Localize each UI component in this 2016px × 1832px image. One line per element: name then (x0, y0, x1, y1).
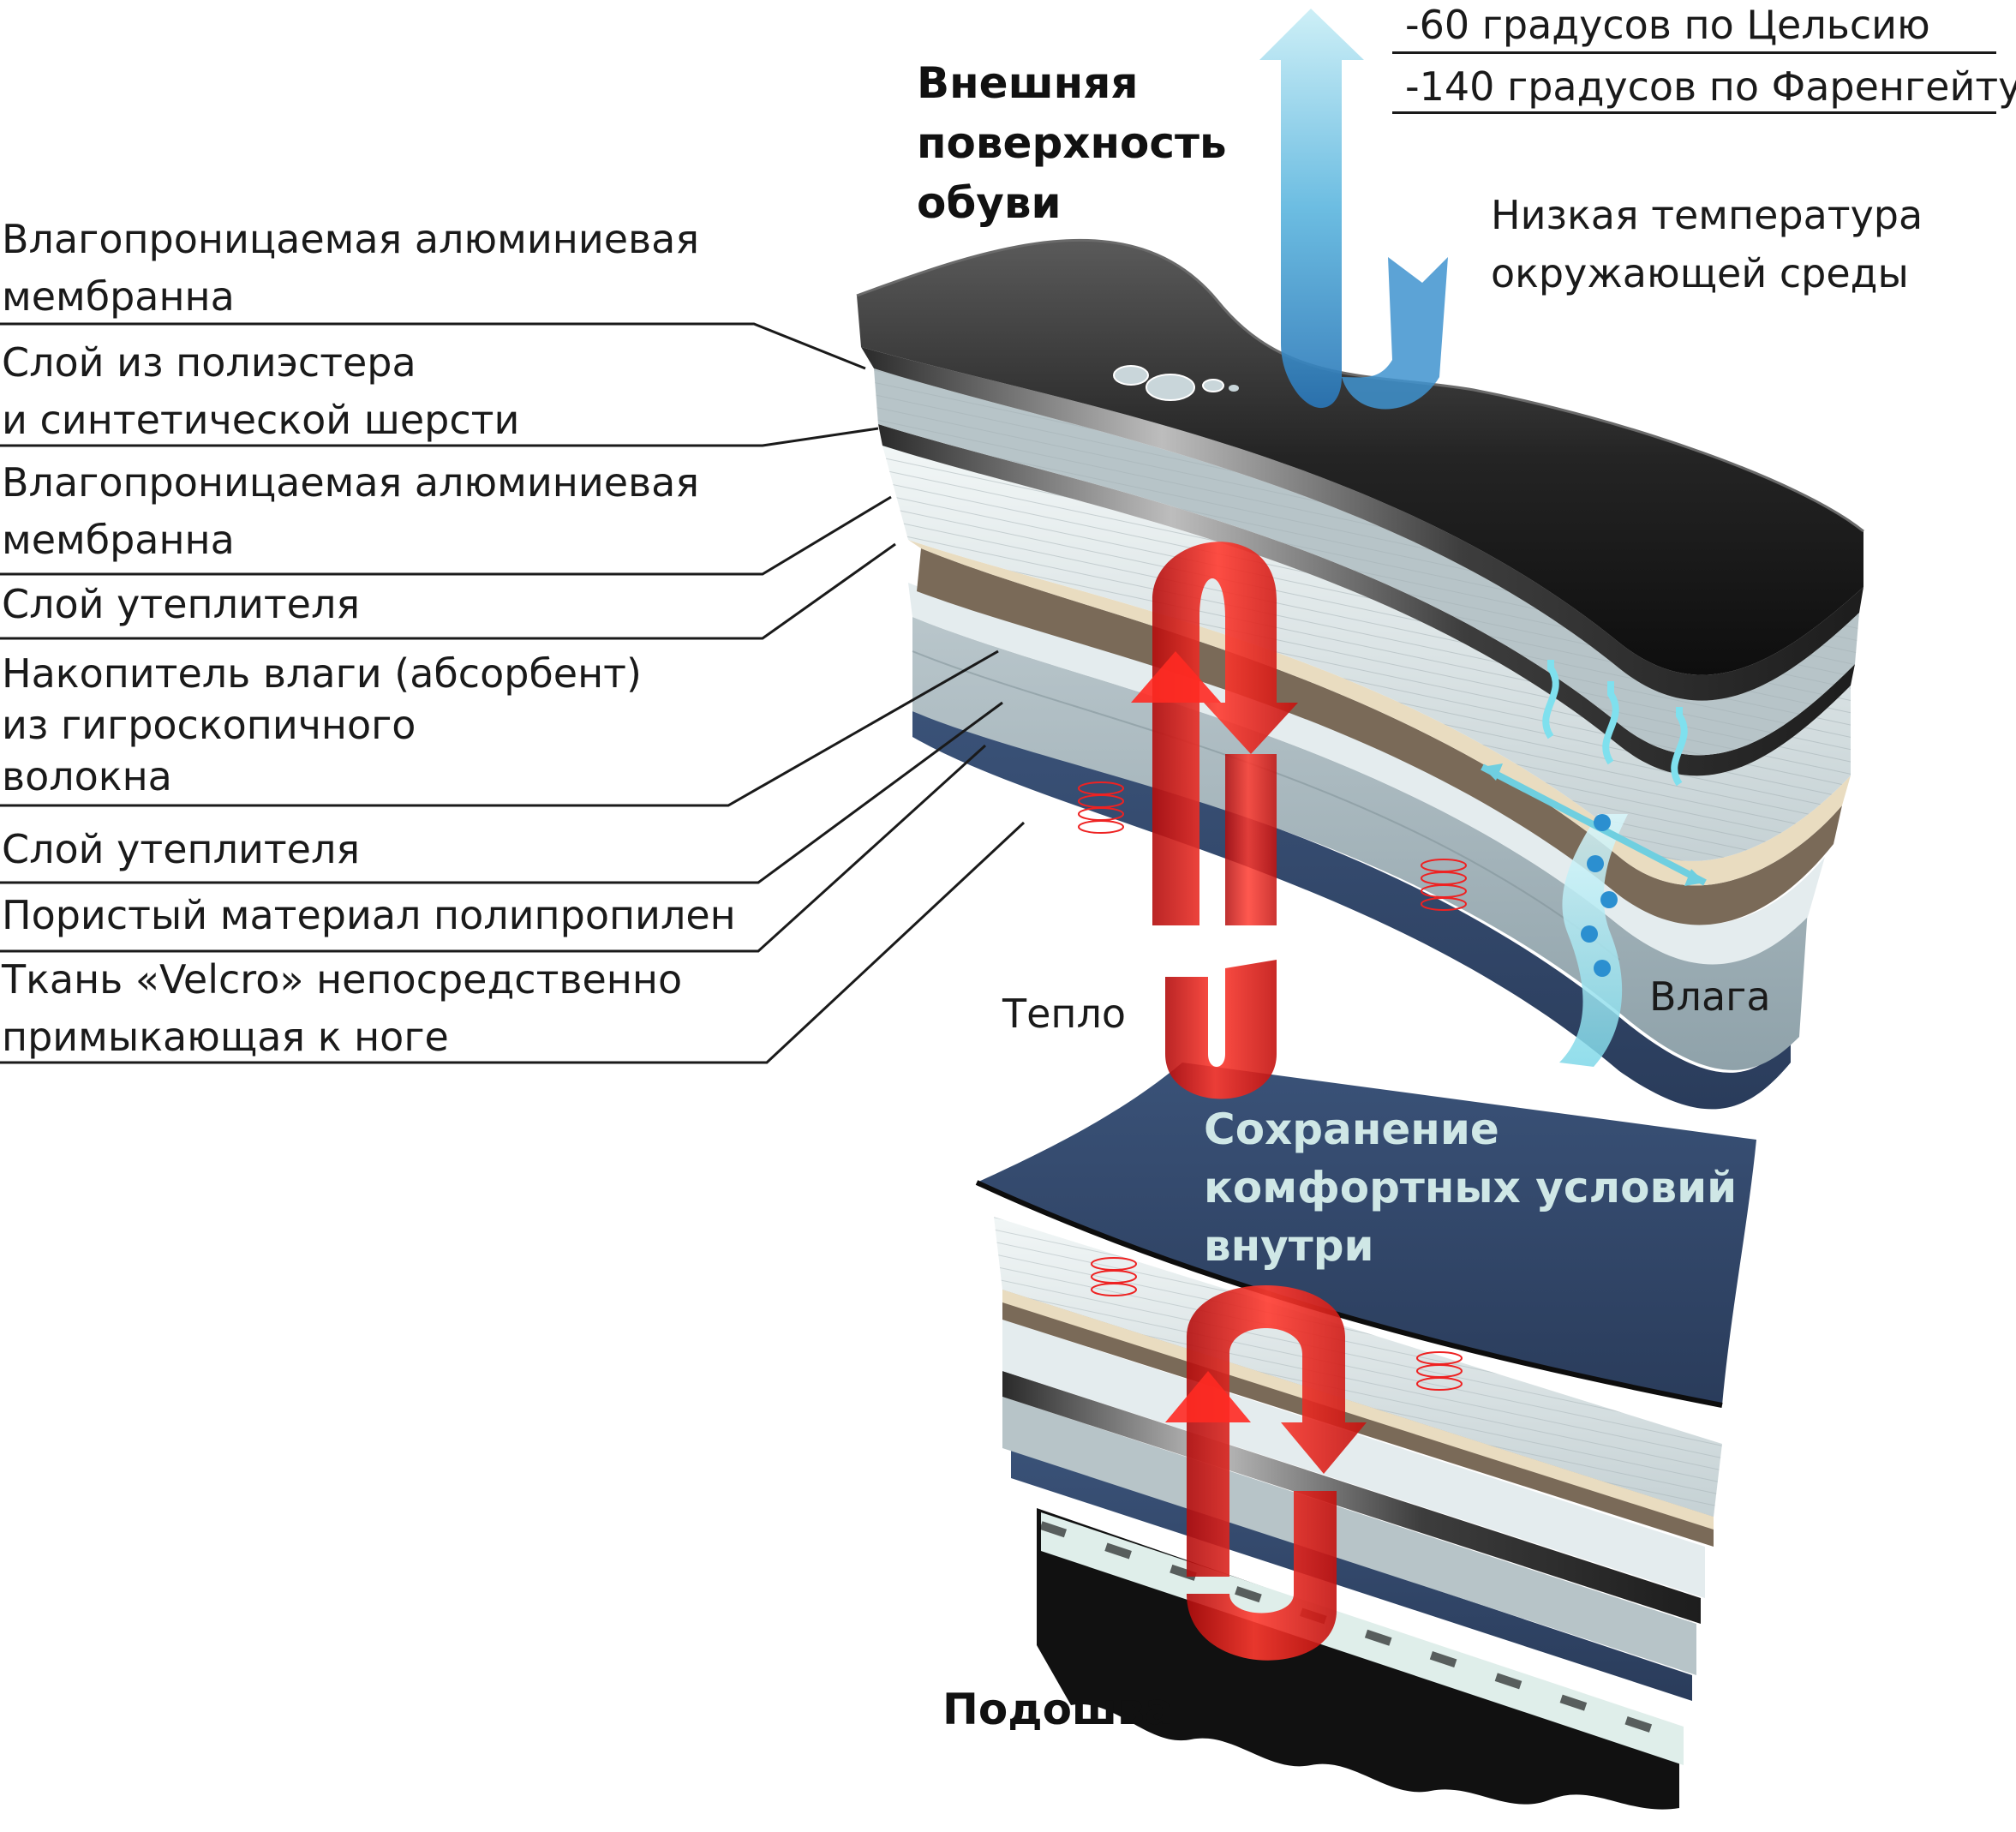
layer-label-1: Влагопроницаемая алюминиевая мембранна (2, 216, 699, 320)
layer-label-6: Слой утеплителя (2, 826, 361, 872)
comfort-line-3: внутри (1204, 1221, 1374, 1271)
polypropylene-layer (908, 583, 1825, 965)
title-line-3: обуви (917, 178, 1062, 228)
heat-coil-icon (1078, 781, 1467, 911)
layer-label-7: Пористый материал полипропилен (2, 892, 736, 938)
comfort-line-1: Сохранение (1204, 1105, 1499, 1154)
leader-lines (0, 322, 1026, 1064)
temp-fahrenheit: -140 градусов по Фаренгейту (1405, 63, 2016, 110)
temp-celsius: -60 градусов по Цельсию (1405, 2, 1930, 48)
heat-label: Тепло (1002, 991, 1127, 1037)
absorbent-layer (908, 540, 1851, 886)
sole-insulation (1002, 1397, 1696, 1675)
temp-rule-top (1392, 51, 1996, 54)
temp-rule-bottom (1392, 111, 1996, 114)
cold-arrow-icon (1259, 9, 1448, 410)
membrane-layer-1 (861, 347, 1863, 701)
heat-arrow-icon (1131, 542, 1367, 1661)
velcro-layer (912, 711, 1791, 1110)
layer-label-8: Ткань «Velcro» непосредственно примыкающ… (2, 956, 683, 1060)
layer-label-4: Слой утеплителя (2, 581, 361, 627)
water-drop-icon (1113, 365, 1239, 401)
absorbent-edge-layer (917, 548, 1842, 925)
environment-line-1: Низкая температура (1491, 192, 1923, 238)
lower-layer-stack (975, 1063, 1756, 1810)
layer-label-2: Слой из полиэстера и синтетической шерст… (2, 339, 520, 443)
layer-label-3: Влагопроницаемая алюминиевая мембранна (2, 459, 699, 563)
sole-pp (1002, 1320, 1705, 1598)
moisture-stream-icon (1481, 660, 1707, 1067)
sole-membrane (1002, 1371, 1701, 1624)
environment-line-2: окружающей среды (1491, 250, 1909, 296)
sole-velcro (1011, 1448, 1692, 1701)
title-line-1: Внешняя (917, 58, 1139, 108)
membrane-layer-2 (878, 424, 1855, 776)
comfort-line-2: комфортных условий (1204, 1163, 1738, 1212)
layer-label-5: Накопитель влаги (абсорбент) из гигроско… (2, 650, 642, 799)
sole-label: Подошва (942, 1685, 1174, 1734)
title-line-2: поверхность (917, 118, 1227, 168)
inner-velcro-surface (977, 1063, 1756, 1405)
outer-surface-layer (857, 240, 1863, 675)
moisture-label: Влага (1649, 973, 1771, 1020)
